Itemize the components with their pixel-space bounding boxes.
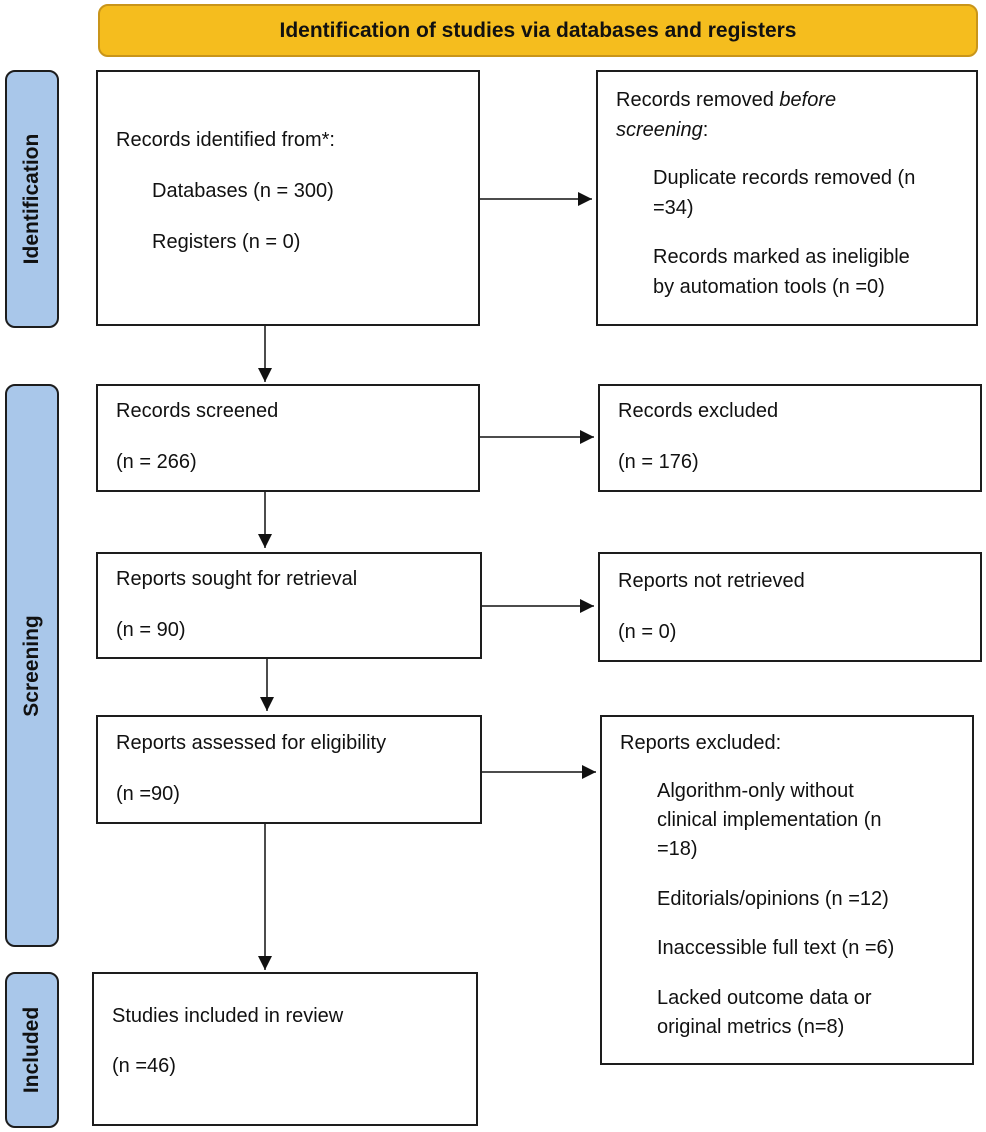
lacked-outcome-line1: Lacked outcome data or <box>657 987 872 1009</box>
algorithm-only-line3: =18) <box>657 838 698 860</box>
algorithm-only-line2: clinical implementation (n <box>657 809 882 831</box>
phase-screening: Screening <box>5 384 59 947</box>
reports-excluded-heading: Reports excluded: <box>620 732 782 754</box>
diagram-header: Identification of studies via databases … <box>98 4 978 57</box>
studies-included-count: (n =46) <box>112 1055 176 1077</box>
reports-assessed-label: Reports assessed for eligibility <box>116 732 387 754</box>
inaccessible-count: Inaccessible full text (n =6) <box>657 937 895 959</box>
lacked-outcome-line2: original metrics (n=8) <box>657 1016 845 1038</box>
records-identified-heading: Records identified from*: <box>116 129 335 151</box>
records-removed-heading: Records removed before <box>616 89 837 111</box>
reports-excluded-box: Reports excluded: Algorithm-only without… <box>600 715 974 1065</box>
records-excluded-label: Records excluded <box>618 400 779 422</box>
studies-included-label: Studies included in review <box>112 1005 344 1027</box>
ineligible-line1: Records marked as ineligible <box>653 246 910 268</box>
reports-not-retrieved-box: Reports not retrieved (n = 0) <box>598 552 982 662</box>
phase-identification: Identification <box>5 70 59 328</box>
databases-count: Databases (n = 300) <box>152 180 334 202</box>
records-removed-box: Records removed before screening: Duplic… <box>596 70 978 326</box>
duplicates-line2: =34) <box>653 197 694 219</box>
reports-not-retrieved-count: (n = 0) <box>618 621 677 643</box>
registers-count: Registers (n = 0) <box>152 231 301 253</box>
duplicates-line1: Duplicate records removed (n <box>653 167 916 189</box>
reports-assessed-count: (n =90) <box>116 783 180 805</box>
header-title: Identification of studies via databases … <box>279 18 797 42</box>
phase-included: Included <box>5 972 59 1128</box>
records-excluded-box: Records excluded (n = 176) <box>598 384 982 492</box>
records-screened-box: Records screened (n = 266) <box>96 384 480 492</box>
records-excluded-count: (n = 176) <box>618 451 699 473</box>
reports-not-retrieved-label: Reports not retrieved <box>618 570 805 592</box>
records-identified-box: Records identified from*: Databases (n =… <box>96 70 480 326</box>
reports-sought-label: Reports sought for retrieval <box>116 568 358 590</box>
records-screened-count: (n = 266) <box>116 451 197 473</box>
algorithm-only-line1: Algorithm-only without <box>657 780 854 802</box>
records-screened-label: Records screened <box>116 400 279 422</box>
studies-included-box: Studies included in review (n =46) <box>92 972 478 1126</box>
reports-assessed-box: Reports assessed for eligibility (n =90) <box>96 715 482 824</box>
editorials-count: Editorials/opinions (n =12) <box>657 888 889 910</box>
records-removed-heading-line2: screening: <box>616 119 709 141</box>
ineligible-line2: by automation tools (n =0) <box>653 276 885 298</box>
reports-sought-count: (n = 90) <box>116 619 186 641</box>
reports-sought-box: Reports sought for retrieval (n = 90) <box>96 552 482 659</box>
